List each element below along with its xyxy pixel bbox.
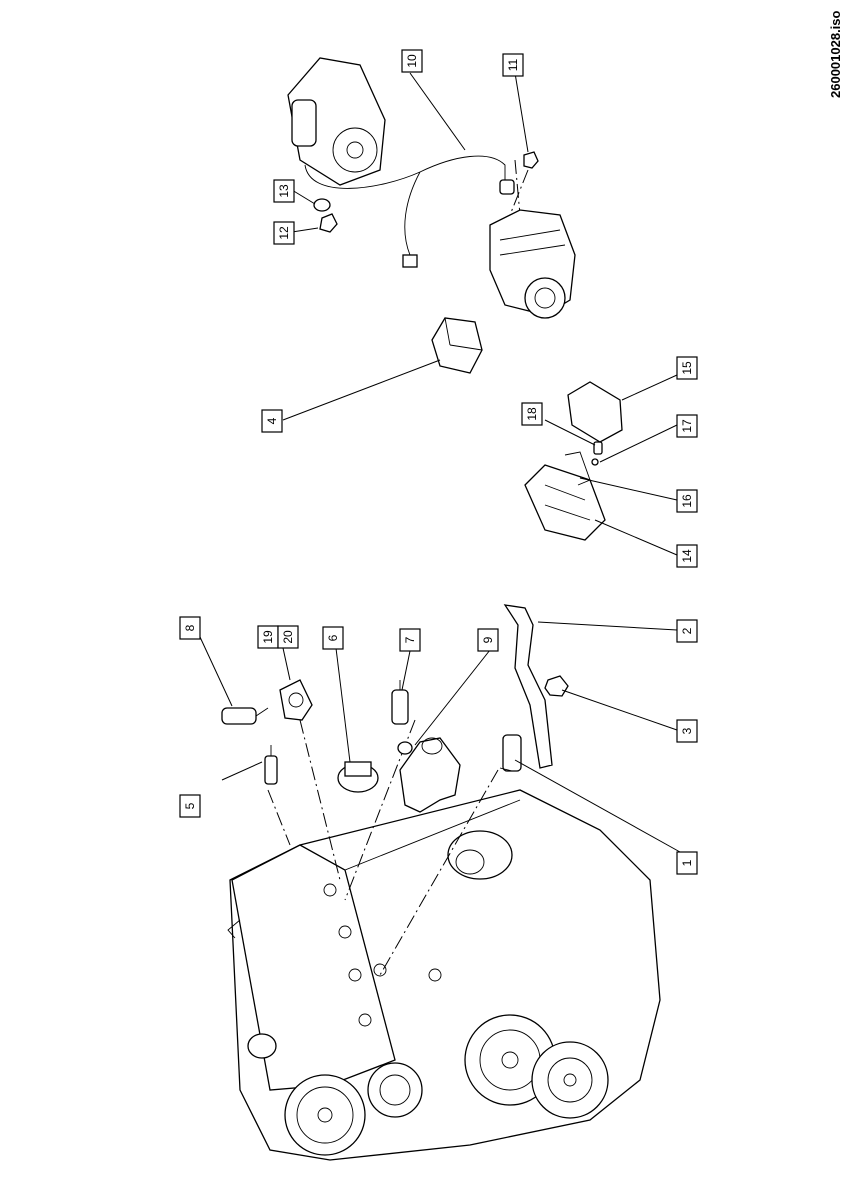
part-16-bracket — [564, 451, 591, 486]
svg-text:11: 11 — [506, 58, 520, 71]
alternator — [489, 209, 576, 319]
callout-10: 10 — [401, 49, 423, 73]
part-3-nut — [544, 675, 569, 697]
svg-text:7: 7 — [403, 636, 417, 643]
part-5-sensor — [264, 745, 278, 785]
svg-text:14: 14 — [680, 549, 694, 563]
callout-12: 12 — [273, 221, 295, 245]
part-8-sensor — [221, 707, 269, 725]
callout-9: 9 — [477, 628, 499, 652]
callout-6: 6 — [322, 626, 344, 650]
callout-1: 1 — [676, 851, 698, 875]
svg-text:5: 5 — [183, 802, 197, 809]
part-17-washer — [591, 458, 599, 466]
part-7-sender — [391, 680, 409, 725]
part-19-20-flange — [279, 679, 313, 721]
callout-20: 20 — [277, 625, 299, 649]
callout-18: 18 — [521, 402, 543, 426]
callout-2: 2 — [676, 619, 698, 643]
svg-text:2: 2 — [680, 627, 694, 634]
engine-block — [227, 789, 661, 1161]
part-9-outlet — [397, 737, 461, 813]
starter-motor — [287, 57, 386, 186]
svg-text:3: 3 — [680, 727, 694, 734]
callout-8: 8 — [179, 616, 201, 640]
document-id: 260001028.iso — [828, 10, 843, 98]
part-14-control-unit — [524, 464, 606, 541]
callout-13: 13 — [273, 179, 295, 203]
part-18-bolt — [593, 441, 603, 455]
part-2-bar — [503, 604, 553, 769]
svg-text:12: 12 — [277, 226, 291, 240]
svg-text:20: 20 — [281, 630, 295, 644]
svg-text:10: 10 — [405, 54, 419, 68]
svg-text:15: 15 — [680, 361, 694, 375]
callout-7: 7 — [399, 628, 421, 652]
svg-text:18: 18 — [525, 407, 539, 421]
leader-lines — [199, 72, 681, 853]
svg-text:17: 17 — [680, 419, 694, 433]
callout-19: 19 — [257, 625, 279, 649]
part-6-switch — [337, 761, 379, 793]
part-4-relay — [431, 317, 483, 374]
part-10-cable — [304, 155, 515, 268]
callout-4: 4 — [261, 409, 283, 433]
part-12-13-nut-washer — [313, 198, 338, 233]
svg-text:6: 6 — [326, 634, 340, 641]
part-15-cover — [567, 381, 623, 443]
callout-17: 17 — [676, 414, 698, 438]
callout-5: 5 — [179, 794, 201, 818]
part-11-nut — [523, 151, 539, 169]
svg-text:16: 16 — [680, 494, 694, 508]
svg-text:19: 19 — [261, 630, 275, 644]
part-1-plug — [499, 734, 522, 772]
callout-15: 15 — [676, 356, 698, 380]
callout-3: 3 — [676, 719, 698, 743]
svg-text:13: 13 — [277, 184, 291, 198]
callout-11: 11 — [502, 53, 524, 77]
svg-text:1: 1 — [680, 859, 694, 866]
svg-text:4: 4 — [265, 417, 279, 424]
callout-16: 16 — [676, 489, 698, 513]
svg-text:9: 9 — [481, 636, 495, 643]
callout-14: 14 — [676, 544, 698, 568]
svg-text:8: 8 — [183, 624, 197, 631]
